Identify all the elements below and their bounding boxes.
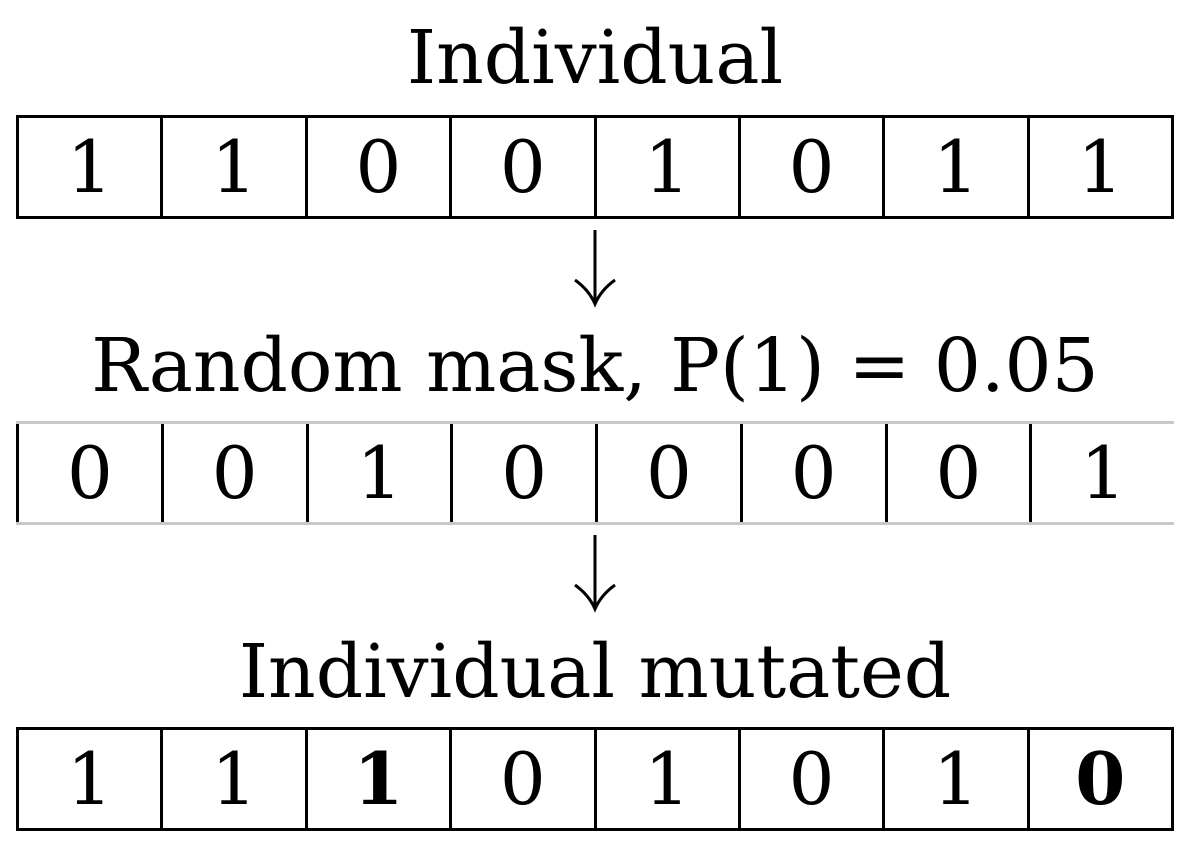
mutated-bit: 0 bbox=[737, 730, 882, 828]
mask-bit: 0 bbox=[450, 424, 595, 522]
individual-label: Individual bbox=[406, 15, 784, 101]
mask-bit: 0 bbox=[595, 424, 740, 522]
individual-bit: 0 bbox=[304, 118, 449, 216]
mutated-bit: 1 bbox=[593, 730, 738, 828]
mutated-bit: 1 bbox=[304, 730, 449, 828]
mask-bit: 0 bbox=[739, 424, 885, 522]
mask-bit: 0 bbox=[160, 424, 306, 522]
mutated-bit: 0 bbox=[1026, 730, 1171, 828]
mutated-bit-row: 1 1 1 0 1 0 1 0 bbox=[16, 727, 1174, 831]
down-arrow-icon bbox=[574, 230, 616, 308]
mutated-bit: 1 bbox=[160, 730, 304, 828]
mask-bit-row: 0 0 1 0 0 0 0 1 bbox=[16, 421, 1174, 525]
individual-bit: 0 bbox=[449, 118, 593, 216]
individual-bit: 1 bbox=[160, 118, 304, 216]
mask-label: Random mask, P(1) = 0.05 bbox=[91, 323, 1099, 409]
individual-bit: 0 bbox=[737, 118, 882, 216]
mutated-label: Individual mutated bbox=[238, 629, 952, 715]
down-arrow-icon bbox=[574, 535, 616, 613]
mutated-bit: 1 bbox=[66, 737, 113, 821]
individual-bit-row: 1 1 0 0 1 0 1 1 bbox=[16, 115, 1174, 219]
individual-bit: 1 bbox=[1026, 118, 1171, 216]
mask-bit: 1 bbox=[305, 424, 451, 522]
individual-bit: 1 bbox=[66, 125, 113, 209]
individual-bit: 1 bbox=[593, 118, 738, 216]
mask-bit: 1 bbox=[1029, 424, 1174, 522]
mutated-bit: 0 bbox=[449, 730, 593, 828]
mask-bit: 0 bbox=[16, 424, 161, 522]
mask-bit: 0 bbox=[884, 424, 1030, 522]
individual-bit: 1 bbox=[882, 118, 1026, 216]
mutated-bit: 1 bbox=[882, 730, 1026, 828]
